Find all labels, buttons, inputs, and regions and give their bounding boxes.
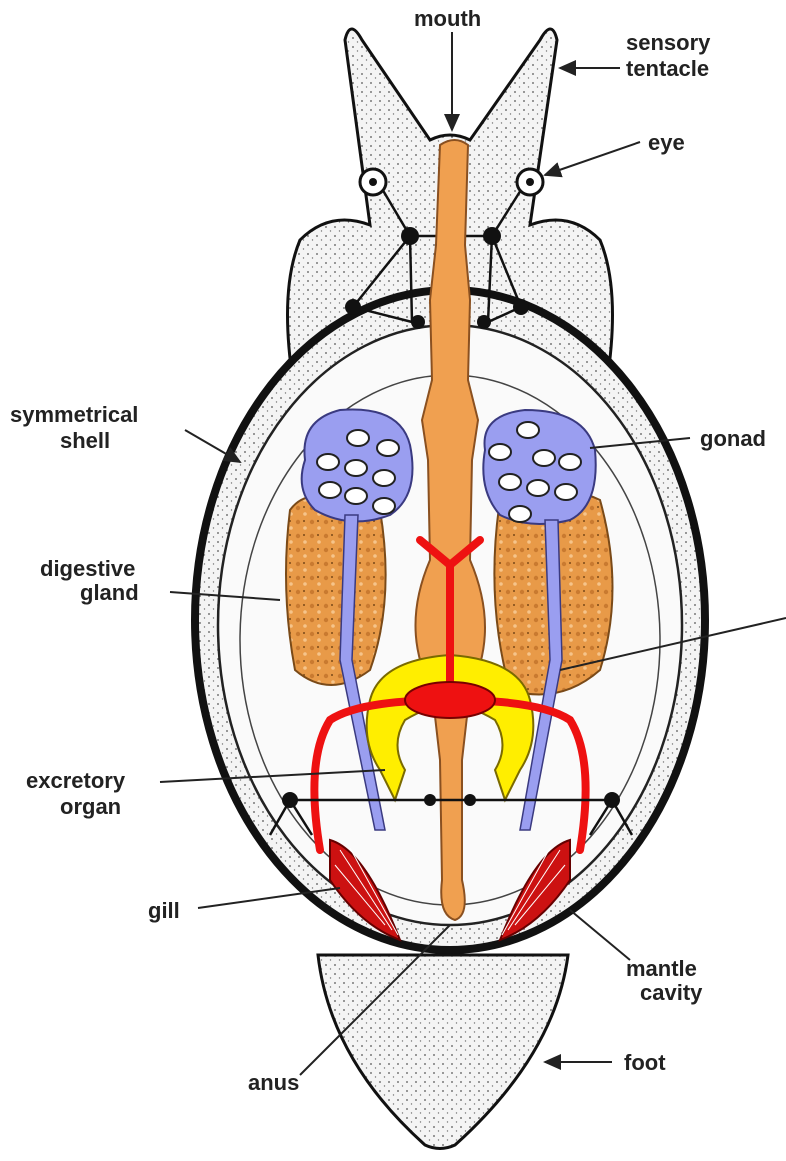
- label-symmetrical-shell-2: shell: [60, 428, 110, 453]
- label-gonad: gonad: [700, 426, 766, 451]
- label-sensory-tentacle-1: sensory: [626, 30, 711, 55]
- label-mantle-cavity-1: mantle: [626, 956, 697, 981]
- label-foot: foot: [624, 1050, 666, 1075]
- label-excretory-organ-2: organ: [60, 794, 121, 819]
- label-digestive-gland-1: digestive: [40, 556, 135, 581]
- label-excretory-organ-1: excretory: [26, 768, 126, 793]
- heart: [405, 682, 495, 718]
- eye-right: [517, 169, 543, 195]
- label-eye: eye: [648, 130, 685, 155]
- label-mouth: mouth: [414, 6, 481, 31]
- label-mantle-cavity-2: cavity: [640, 980, 703, 1005]
- label-gill: gill: [148, 898, 180, 923]
- label-digestive-gland-2: gland: [80, 580, 139, 605]
- label-sensory-tentacle-2: tentacle: [626, 56, 709, 81]
- eye-left: [360, 169, 386, 195]
- label-symmetrical-shell-1: symmetrical: [10, 402, 138, 427]
- foot-shape: [318, 955, 568, 1149]
- label-anus: anus: [248, 1070, 299, 1095]
